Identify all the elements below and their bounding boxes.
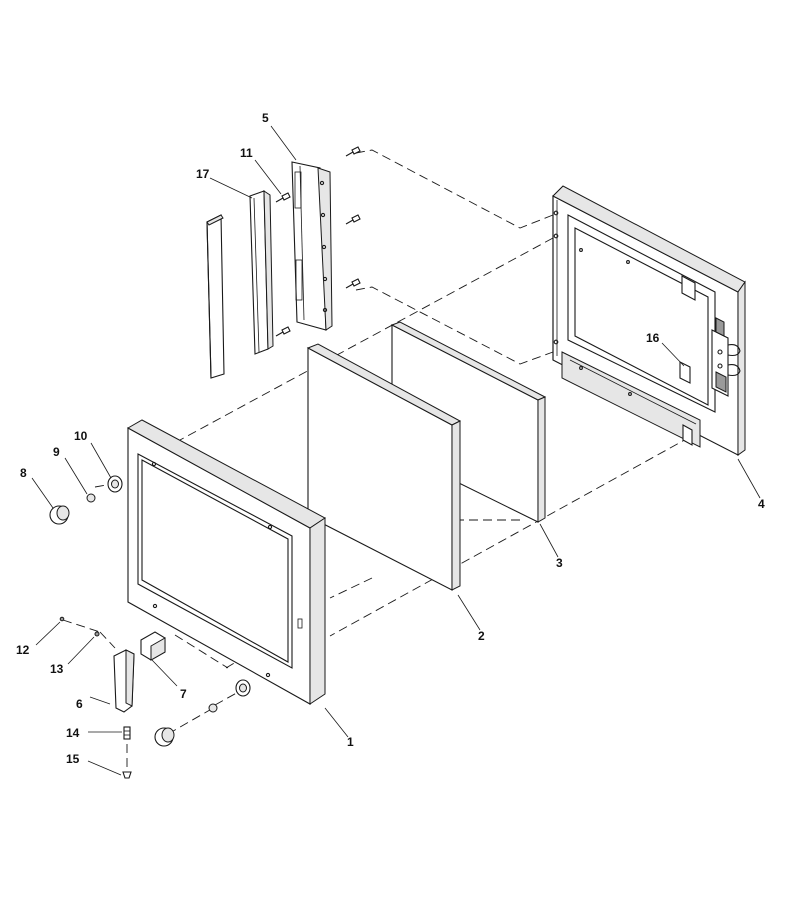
part-16-latch-assembly [679,317,741,397]
part-9-bushing [86,493,96,503]
callout-6: 6 [76,697,83,711]
part-17-trim-strip [206,214,225,379]
part-4-inner-door-frame [552,185,746,456]
callout-4: 4 [758,497,765,511]
part-13-fastener [94,631,100,637]
callout-7: 7 [180,687,187,701]
callout-5: 5 [262,111,269,125]
callout-10: 10 [74,429,88,443]
part-15-clip [122,771,132,779]
part-11-side-trim [249,190,274,355]
part-8-knob [49,505,70,525]
callout-17: 17 [196,167,210,181]
screw [275,192,291,203]
callout-9: 9 [53,445,60,459]
callout-11: 11 [240,146,253,160]
callout-13: 13 [50,662,64,676]
callout-labels: 1 2 3 4 5 6 7 8 9 10 11 12 13 14 15 16 1… [16,111,765,766]
part-5-hinge-bracket [291,161,333,331]
callout-16: 16 [646,331,660,345]
part-12-fastener [59,616,65,622]
assembly-dashed-lines [62,149,691,770]
screw [345,278,361,289]
part-6-handle [113,649,135,713]
callout-2: 2 [478,629,485,643]
callout-3: 3 [556,556,563,570]
screw [345,214,361,225]
callout-12: 12 [16,643,30,657]
part-7-handle-cap [140,631,166,661]
screw [275,326,291,337]
lower-knob-assembly [154,679,251,747]
part-10-grommet [107,475,123,493]
screw [345,146,361,157]
callout-14: 14 [66,726,80,740]
callout-8: 8 [20,466,27,480]
hinge-screws [275,146,361,337]
callout-1: 1 [347,735,354,749]
part-1-outer-door [126,419,326,705]
part-2-middle-glass-panel [306,343,462,591]
leader-lines [31,125,761,776]
callout-15: 15 [66,752,80,766]
part-14-spring [123,726,131,740]
